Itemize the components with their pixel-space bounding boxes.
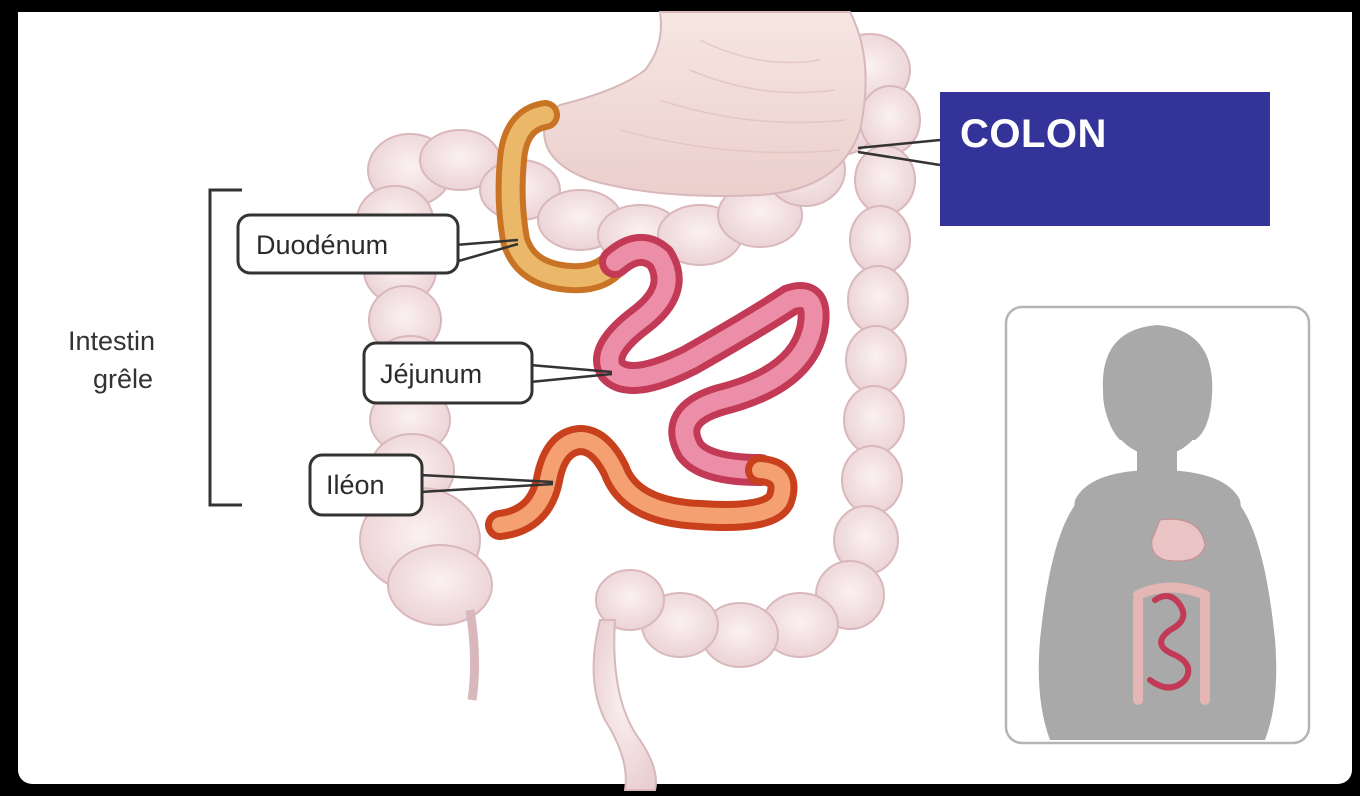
intestin-label-line1: Intestin [68,326,155,356]
duodenum-label: Duodénum [256,230,388,260]
colon-label-box: COLON [940,92,1270,226]
colon-label: COLON [960,112,1107,157]
ileon-label: Iléon [326,470,385,500]
inset-panel [1006,307,1309,743]
intestin-label-line2: grêle [93,364,153,394]
jejunum-label: Jéjunum [380,359,482,389]
